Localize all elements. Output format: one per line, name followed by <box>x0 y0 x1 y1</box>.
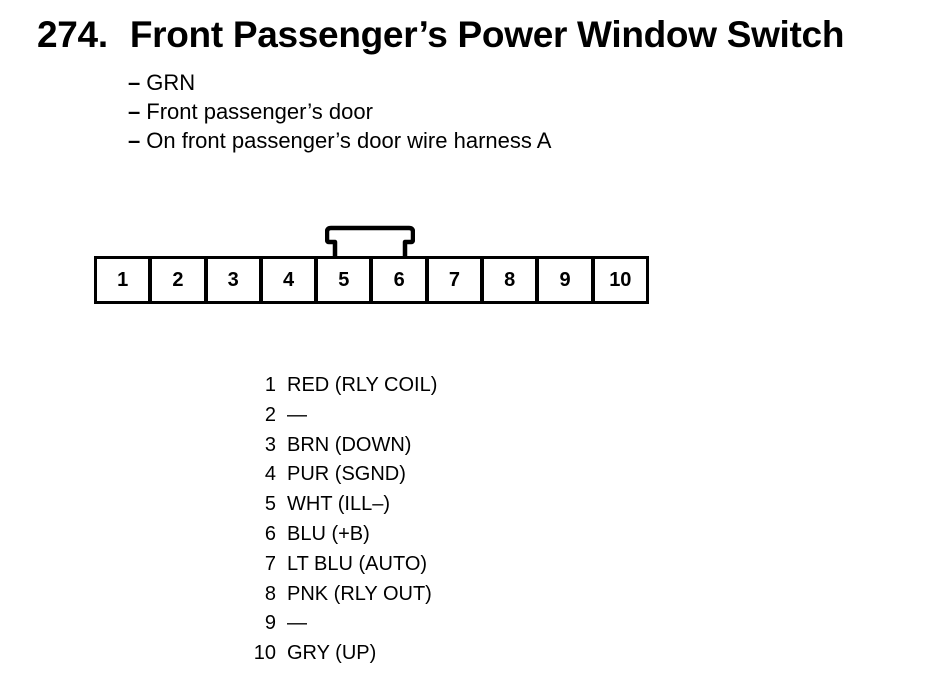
pin-number: 4 <box>264 463 276 486</box>
pin-number: 10 <box>253 642 276 665</box>
connector-pin-7: 7 <box>428 259 481 301</box>
pin-description: BLU (+B) <box>287 522 370 545</box>
pin-number: 9 <box>264 612 276 635</box>
list-item: 8 PNK (RLY OUT) <box>250 580 437 610</box>
connector-pin-10: 10 <box>594 259 646 301</box>
list-item: 4 PUR (SGND) <box>250 460 437 490</box>
list-item: 10 GRY (UP) <box>250 639 437 669</box>
list-item: 2— <box>250 401 437 431</box>
pin-description: WHT (ILL–) <box>287 493 390 516</box>
list-item: 1 RED (RLY COIL) <box>250 371 438 401</box>
dash-glyph: – <box>128 128 141 153</box>
page-title: 274. Front Passenger’s Power Window Switc… <box>37 14 844 56</box>
pin-description: BRN (DOWN) <box>287 433 412 456</box>
detail-color: –GRN <box>128 70 196 95</box>
pin-description: PNK (RLY OUT) <box>287 582 432 605</box>
list-item: 5 WHT (ILL–) <box>250 490 437 520</box>
detail-location: –Front passenger’s door <box>128 99 373 124</box>
pin-number: 1 <box>264 374 276 396</box>
pin-description: RED (RLY COIL) <box>287 374 438 396</box>
section-number: 274. <box>37 14 108 55</box>
connector-face: 1 2 3 4 5 6 7 8 9 10 <box>94 256 649 304</box>
connector-pin-9: 9 <box>539 259 591 301</box>
connector-pin-8: 8 <box>484 259 536 301</box>
pin-description: — <box>287 403 307 426</box>
pin-number: 2 <box>264 403 276 426</box>
pin-number: 8 <box>264 582 276 605</box>
dash-glyph: – <box>128 99 141 124</box>
list-item: 9— <box>250 609 437 639</box>
list-item: 7 LT BLU (AUTO) <box>250 550 437 580</box>
connector-pin-2: 2 <box>152 259 204 301</box>
pin-number: 5 <box>264 493 276 516</box>
pin-description: LT BLU (AUTO) <box>287 552 428 575</box>
pin-number: 6 <box>264 522 276 545</box>
pin-number: 3 <box>264 433 276 456</box>
connector-pin-6: 6 <box>373 259 425 301</box>
pin-number: 7 <box>264 552 276 575</box>
pin-description: PUR (SGND) <box>287 463 406 486</box>
connector-pin-5: 5 <box>318 259 370 301</box>
pin-description: GRY (UP) <box>287 642 377 665</box>
detail-harness: –On front passenger’s door wire harness … <box>128 128 552 153</box>
connector-pin-4: 4 <box>262 259 315 301</box>
pin-description: — <box>287 612 307 635</box>
list-item: 3 BRN (DOWN) <box>250 431 437 461</box>
list-item: 6 BLU (+B) <box>250 520 437 550</box>
connector-pin-1: 1 <box>97 259 149 301</box>
connector-latch-icon <box>325 225 415 258</box>
title-text: Front Passenger’s Power Window Switch <box>129 14 845 55</box>
connector-details: –GRN –Front passenger’s door –On front p… <box>128 68 551 155</box>
connector-pin-3: 3 <box>207 259 259 301</box>
dash-glyph: – <box>128 70 141 95</box>
